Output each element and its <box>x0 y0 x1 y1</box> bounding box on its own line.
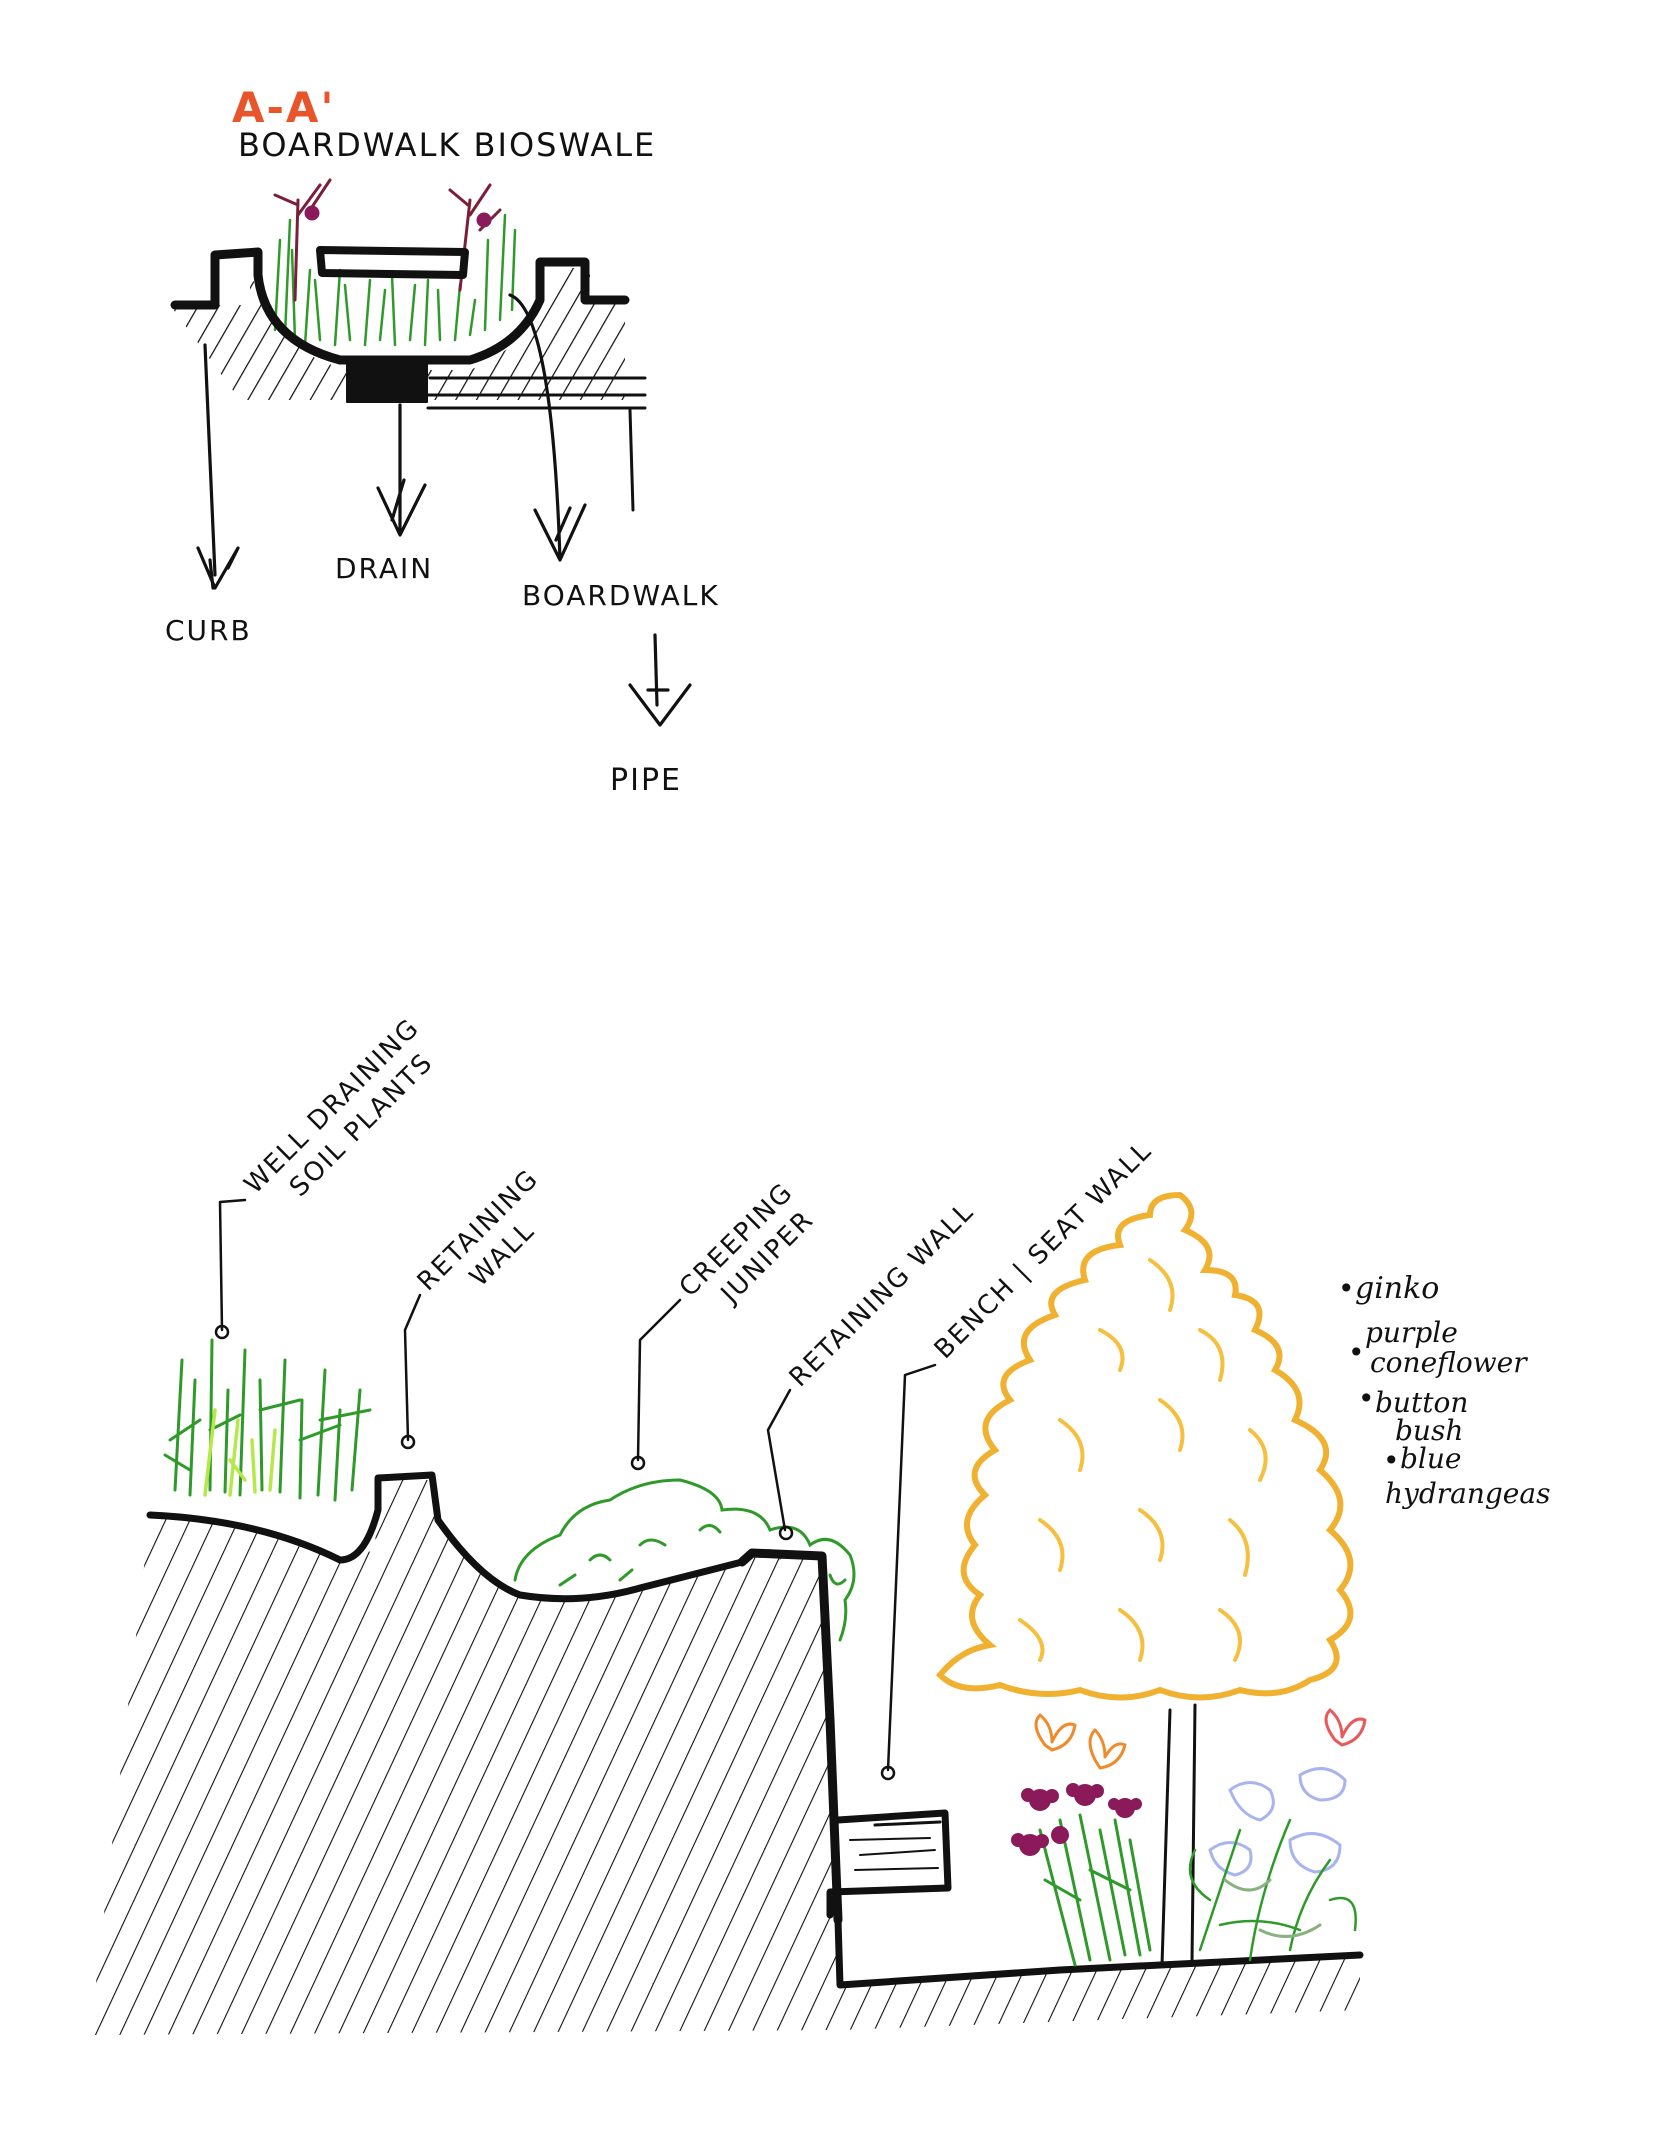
bioswale-grasses <box>273 213 517 347</box>
ground-profile <box>146 1471 1364 1989</box>
leader-arrows <box>196 293 692 727</box>
bench-seat-wall <box>826 1809 952 1919</box>
callout-retaining-wall-1: RETAINING WALL <box>412 1164 545 1297</box>
plant-list-item: • blue hydrangeas <box>1383 1442 1550 1510</box>
blue-hydrangeas <box>1188 1767 1357 1962</box>
section-marker: A-A' <box>232 83 335 132</box>
bioswale-ground-hatch <box>170 268 625 400</box>
plant-name: button <box>1375 1386 1468 1419</box>
plant-bullet: • <box>1358 1382 1375 1415</box>
plant-bullet: • <box>1348 1336 1365 1369</box>
purple-coneflowers <box>1011 1783 1152 1967</box>
callout-leaders <box>214 1198 937 1781</box>
callout-creeping-juniper: CREEPING JUNIPER <box>674 1177 820 1311</box>
section-a: A-A' BOARDWALK BIOSWALE <box>165 83 720 798</box>
label-boardwalk: BOARDWALK <box>522 579 720 612</box>
retaining-wall-2 <box>737 1548 843 1925</box>
callout-well-draining: WELL DRAINING SOIL PLANTS <box>239 1013 440 1203</box>
plant-name: purple <box>1365 1316 1458 1349</box>
bioswale-stems <box>273 178 502 302</box>
plant-name-line2: bush <box>1395 1414 1463 1447</box>
section-b: WELL DRAINING SOIL PLANTS RETAINING WALL… <box>90 1013 1550 2035</box>
callout-bench-seat-wall: BENCH | SEAT WALL <box>929 1135 1159 1365</box>
plant-bullet: • <box>1338 1272 1355 1305</box>
bioswale-outline <box>170 246 630 403</box>
plant-name: ginko <box>1355 1271 1439 1306</box>
plant-name-line2: coneflower <box>1370 1346 1528 1379</box>
well-draining-plants <box>163 1338 372 1502</box>
plant-list-item: • button bush <box>1358 1382 1468 1447</box>
plant-list-item: • purple coneflower <box>1348 1316 1528 1379</box>
earth-hatch <box>90 1480 1360 2035</box>
label-pipe: PIPE <box>610 763 682 798</box>
ginkgo-tree <box>935 1192 1354 1967</box>
plant-bullet: • <box>1383 1444 1400 1477</box>
label-curb: CURB <box>165 614 252 647</box>
callout-bench-seat-wall-text: BENCH | SEAT WALL <box>929 1135 1159 1365</box>
butterflies <box>1034 1708 1367 1770</box>
plant-list: • ginko • purple coneflower • button bus… <box>1338 1271 1550 1510</box>
label-drain: DRAIN <box>335 552 433 585</box>
plant-name: blue <box>1400 1442 1461 1475</box>
pipe-lines <box>426 376 647 512</box>
plant-name-line2: hydrangeas <box>1385 1477 1550 1510</box>
section-a-title: BOARDWALK BIOSWALE <box>238 126 656 164</box>
plant-list-item: • ginko <box>1338 1271 1439 1306</box>
